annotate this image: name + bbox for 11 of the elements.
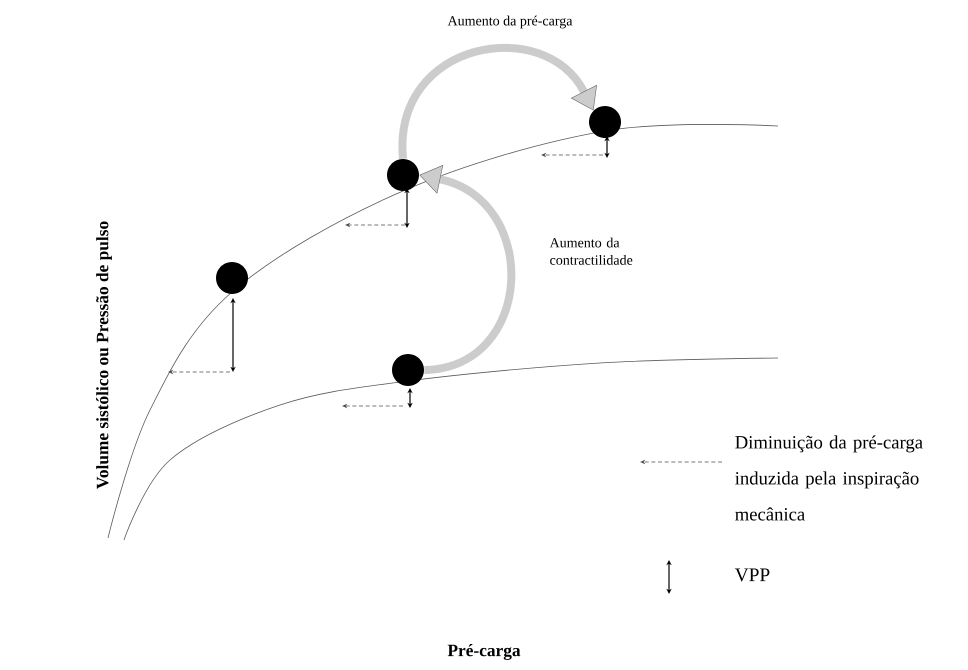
ball-marker — [216, 262, 248, 294]
legend-text: VPP — [734, 568, 770, 582]
edge-label: Aumento da pré-carga — [448, 16, 572, 28]
legend-text: Diminuição da pré-carga induzida pela inspiração mecânica — [735, 435, 923, 521]
ball-marker — [589, 106, 621, 138]
ball-marker — [392, 354, 424, 386]
axis-label: Pré-carga — [448, 644, 520, 660]
axis-label: Volume sistólico ou Pressão de pulso — [96, 222, 112, 489]
ball-marker — [387, 159, 419, 191]
curved-arrow — [399, 44, 597, 159]
edge-label: Aumento da contractilidade — [550, 238, 632, 265]
